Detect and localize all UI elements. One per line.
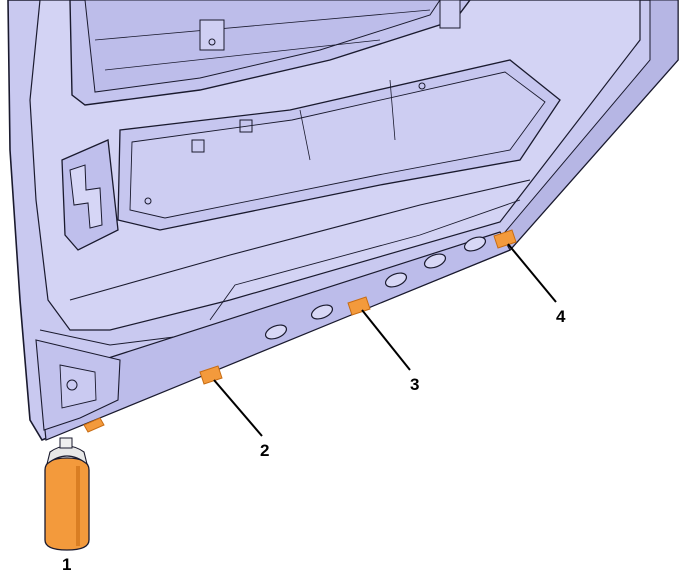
lower-contour — [69, 179, 531, 301]
drain-hole — [264, 324, 288, 340]
hinge-bolt — [66, 379, 78, 391]
spray-can — [44, 437, 90, 551]
drain-hole — [423, 253, 447, 269]
spray-can-nozzle — [59, 437, 73, 449]
window-strip — [94, 9, 431, 71]
application-spot — [347, 296, 371, 316]
drain-hole — [310, 304, 334, 320]
application-spot — [83, 417, 105, 433]
window-bolt — [208, 38, 216, 46]
leader-line-3 — [361, 309, 411, 371]
leader-line-2 — [213, 379, 263, 437]
window-bracket-right — [439, 0, 461, 29]
spray-can-body — [44, 457, 90, 551]
callout-3: 3 — [410, 375, 419, 394]
spray-can-shoulder — [46, 445, 88, 466]
drain-hole — [384, 272, 408, 288]
leader-line-4 — [507, 243, 557, 303]
drain-holes — [264, 236, 487, 340]
application-spot — [493, 229, 517, 249]
door-handle — [69, 164, 103, 229]
trim-panel-inner — [129, 71, 546, 219]
window-inner-frame — [84, 0, 441, 93]
application-spot — [199, 365, 223, 385]
trim-clip — [191, 139, 205, 153]
leader-lines — [213, 243, 557, 437]
drain-hole — [463, 236, 487, 252]
callout-1: 1 — [62, 555, 71, 574]
lower-contour — [209, 199, 521, 321]
trim-bolt — [418, 82, 426, 90]
hinge-detail — [59, 364, 97, 409]
trim-bolt — [144, 197, 152, 205]
callout-2: 2 — [260, 441, 269, 460]
trim-pocket-seam — [299, 79, 396, 161]
callout-4: 4 — [556, 307, 566, 326]
trim-clip — [239, 119, 253, 133]
